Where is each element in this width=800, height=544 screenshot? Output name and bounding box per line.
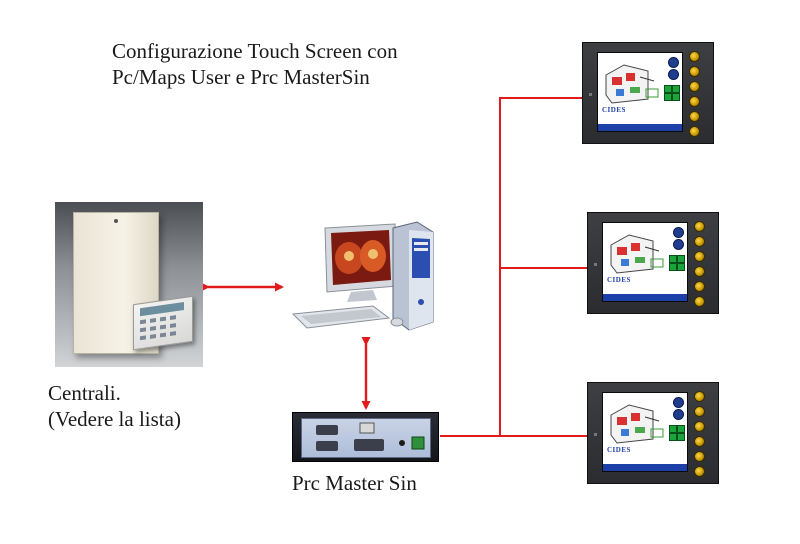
side-buttons <box>692 391 706 477</box>
prc-master-device <box>292 412 439 462</box>
cides-logo: CIDES <box>607 446 631 454</box>
title-line-2: Pc/Maps User e Prc MasterSin <box>112 65 370 89</box>
touch-screen-display: CIDES <box>602 392 688 472</box>
cides-logo: CIDES <box>607 276 631 284</box>
prc-master-label: Prc Master Sin <box>292 471 417 495</box>
diagram-title: Configurazione Touch Screen con Pc/Maps … <box>112 38 398 90</box>
computer-image <box>291 221 434 331</box>
touch-screen-1: CIDES <box>582 42 714 144</box>
touch-screen-display: CIDES <box>597 52 683 132</box>
side-buttons <box>692 221 706 307</box>
cides-logo: CIDES <box>602 106 626 114</box>
keypad-image <box>133 295 193 351</box>
side-buttons <box>687 51 701 137</box>
title-line-1: Configurazione Touch Screen con <box>112 39 398 63</box>
central-label: Centrali. (Vedere la lista) <box>48 380 181 432</box>
touch-screen-display: CIDES <box>602 222 688 302</box>
central-label-line-2: (Vedere la lista) <box>48 407 181 431</box>
central-label-line-1: Centrali. <box>48 381 121 405</box>
touch-screen-3: CIDES <box>587 382 719 484</box>
touch-screen-2: CIDES <box>587 212 719 314</box>
central-panel-image <box>55 202 203 367</box>
